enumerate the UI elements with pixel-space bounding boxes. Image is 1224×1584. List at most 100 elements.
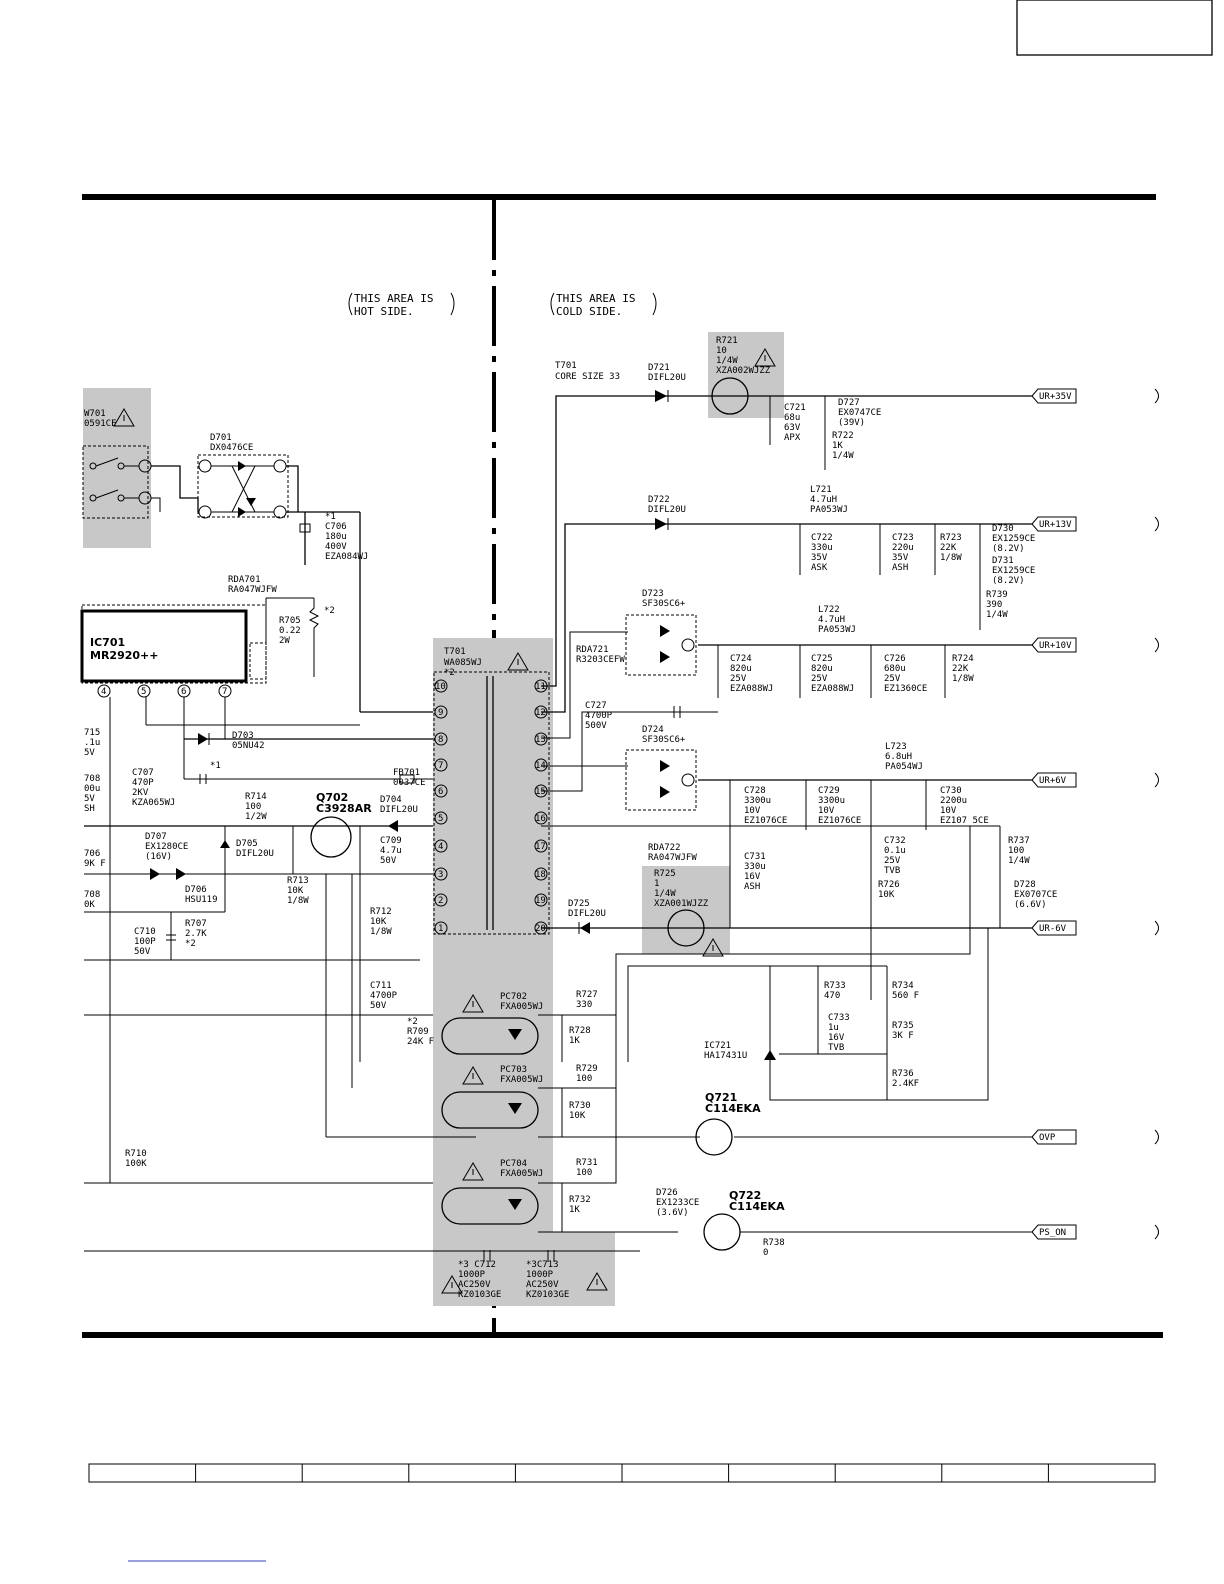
label-c709-line: 4.7u	[380, 846, 402, 856]
label-l708-line: SH	[84, 804, 95, 814]
label-d705-line: D705	[236, 839, 258, 849]
d724-box	[625, 749, 697, 811]
label-r723-line: 1/8W	[940, 553, 962, 563]
label-r705m: *2	[324, 606, 335, 616]
label-c731-line: 330u	[744, 862, 766, 872]
label-rda721-line: R3203CEFW	[576, 655, 625, 665]
t701-pin-left: 8	[438, 735, 443, 745]
label-r728-line: R728	[569, 1026, 591, 1036]
warning-icon	[462, 1066, 484, 1085]
label-r725-line: 1	[654, 879, 659, 889]
label-l721-line: 4.7uH	[810, 495, 837, 505]
label-c722-line: C722	[811, 533, 833, 543]
label-l715-line: 715	[84, 728, 100, 738]
q721-part: C114EKA	[705, 1102, 761, 1115]
cold-area-line2: COLD SIDE.	[556, 305, 622, 318]
label-r722-line: R722	[832, 431, 854, 441]
label-c710-line: 100P	[134, 937, 156, 947]
label-c728-line: C728	[744, 786, 766, 796]
label-r735-line: 3K F	[892, 1031, 914, 1041]
warning-icon	[113, 408, 135, 427]
output-terminal: UR-6V	[1031, 920, 1159, 936]
output-label: UR-6V	[1039, 924, 1067, 934]
label-r723-line: R723	[940, 533, 962, 543]
output-label: UR+10V	[1039, 641, 1072, 651]
label-r725-line: XZA001WJZZ	[654, 899, 709, 909]
label-d707-line: (16V)	[145, 852, 172, 862]
label-c732-line: 25V	[884, 856, 901, 866]
label-c731-line: C731	[744, 852, 766, 862]
label-w701-line: W701	[84, 409, 106, 419]
label-d721-line: D721	[648, 363, 670, 373]
ic701-ref: IC701	[90, 636, 125, 649]
label-d731-line: D731	[992, 556, 1014, 566]
label-r730-line: 10K	[569, 1111, 586, 1121]
label-c729-line: EZ1076CE	[818, 816, 861, 826]
label-c709-line: 50V	[380, 856, 397, 866]
label-r738-line: 0	[763, 1248, 768, 1258]
label-d728-line: (6.6V)	[1014, 900, 1047, 910]
hot-area-line1: THIS AREA IS	[354, 292, 433, 305]
label-l708b-line: 0K	[84, 900, 95, 910]
label-r736-line: R736	[892, 1069, 914, 1079]
label-r739-line: 390	[986, 600, 1002, 610]
label-c713-line: 1000P	[526, 1270, 554, 1280]
label-c712-line: AC250V	[458, 1280, 491, 1290]
label-c711-line: 50V	[370, 1001, 387, 1011]
label-r729-line: R729	[576, 1064, 598, 1074]
label-r707-line: R707	[185, 919, 207, 929]
label-c726-line: EZ1360CE	[884, 684, 927, 694]
t701-part: WA085WJ	[444, 658, 482, 668]
output-terminal: UR+13V	[1031, 516, 1159, 532]
label-c728-line: 10V	[744, 806, 761, 816]
label-c723-line: ASH	[892, 563, 908, 573]
label-c726-line: C726	[884, 654, 906, 664]
label-d706-line: D706	[185, 885, 207, 895]
label-r730-line: R730	[569, 1101, 591, 1111]
q721-ref: Q721	[705, 1091, 737, 1104]
label-r712-line: 1/8W	[370, 927, 392, 937]
label-r705-line: 0.22	[279, 626, 301, 636]
component-labels: W7010591CED701DX0476CE*1C706180u400VEZA0…	[84, 336, 1057, 1300]
footer-grid	[88, 1463, 1156, 1483]
q702-ref: Q702	[316, 791, 348, 804]
label-r727-line: 330	[576, 1000, 592, 1010]
label-c712-line: 1000P	[458, 1270, 486, 1280]
label-d724-line: D724	[642, 725, 664, 735]
label-d722-line: DIFL20U	[648, 505, 686, 515]
label-r725-line: R725	[654, 869, 676, 879]
label-c728-line: EZ1076CE	[744, 816, 787, 826]
label-r709-line: R709	[407, 1027, 429, 1037]
label-c709-line: C709	[380, 836, 402, 846]
label-d730-line: (8.2V)	[992, 544, 1025, 554]
label-r731-line: R731	[576, 1158, 598, 1168]
t701-core-size: CORE SIZE 33	[555, 372, 620, 382]
label-l708-line: 708	[84, 774, 100, 784]
label-r733-line: R733	[824, 981, 846, 991]
t701-core-ref: T701	[555, 361, 577, 371]
t701-pin-left: 2	[438, 896, 443, 906]
output-terminal: UR+6V	[1031, 772, 1159, 788]
t701-pin-left: 5	[438, 814, 443, 824]
label-d705-line: DIFL20U	[236, 849, 274, 859]
q721-transistor	[695, 1118, 733, 1156]
label-c721-line: 68u	[784, 413, 800, 423]
